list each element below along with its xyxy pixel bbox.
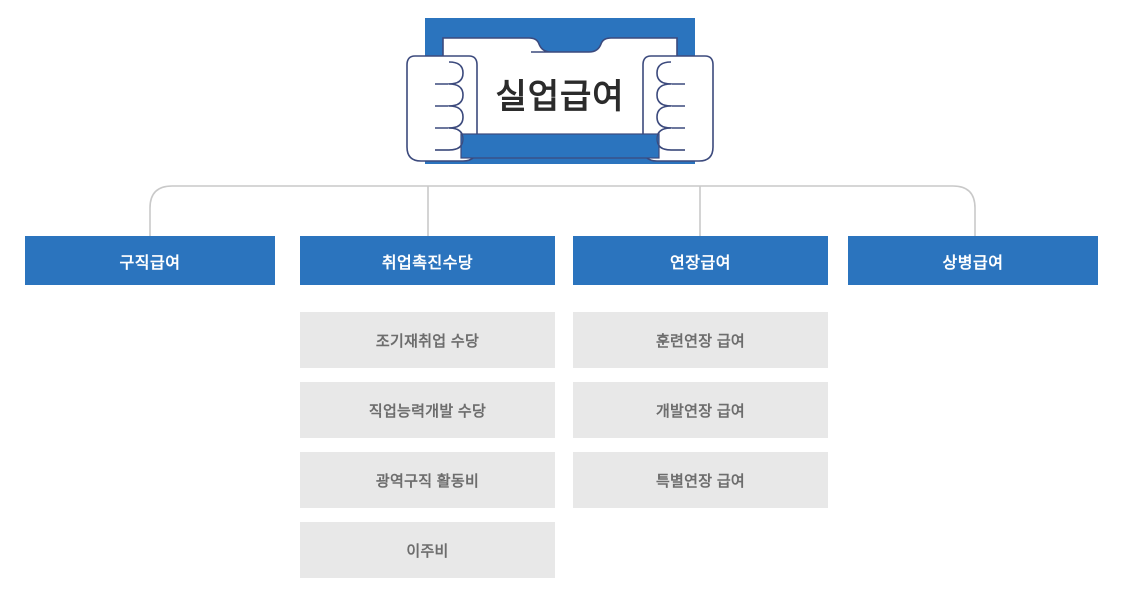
child-node-teukbyeolyeonjang[interactable]: 특별연장 급여 [573,452,828,508]
branch-column-gujik: 구직급여 [25,236,275,312]
branch-column-yeonjang: 연장급여 훈련연장 급여 개발연장 급여 특별연장 급여 [573,236,828,508]
branch-columns: 구직급여 취업촉진수당 조기재취업 수당 직업능력개발 수당 광역구직 활동비 … [0,236,1121,602]
branch-column-sangbyeong: 상병급여 [848,236,1098,312]
child-node-ijubi[interactable]: 이주비 [300,522,555,578]
branch-node-chwieop[interactable]: 취업촉진수당 [300,236,555,285]
child-node-gwangyeokgujik[interactable]: 광역구직 활동비 [300,452,555,508]
hands-holding-sign-icon [406,18,714,164]
child-node-jogijaechwieop[interactable]: 조기재취업 수당 [300,312,555,368]
connector-lines [0,176,1121,246]
child-node-gaebalyeonjang[interactable]: 개발연장 급여 [573,382,828,438]
child-node-hullyeonyeonjang[interactable]: 훈련연장 급여 [573,312,828,368]
branch-node-sangbyeong[interactable]: 상병급여 [848,236,1098,285]
children-chwieop: 조기재취업 수당 직업능력개발 수당 광역구직 활동비 이주비 [300,312,555,578]
children-yeonjang: 훈련연장 급여 개발연장 급여 특별연장 급여 [573,312,828,508]
root-node[interactable]: 실업급여 [405,12,715,174]
branch-node-gujik[interactable]: 구직급여 [25,236,275,285]
child-node-jigeopneungryeokgaebal[interactable]: 직업능력개발 수당 [300,382,555,438]
branch-node-yeonjang[interactable]: 연장급여 [573,236,828,285]
branch-column-chwieop: 취업촉진수당 조기재취업 수당 직업능력개발 수당 광역구직 활동비 이주비 [300,236,555,578]
